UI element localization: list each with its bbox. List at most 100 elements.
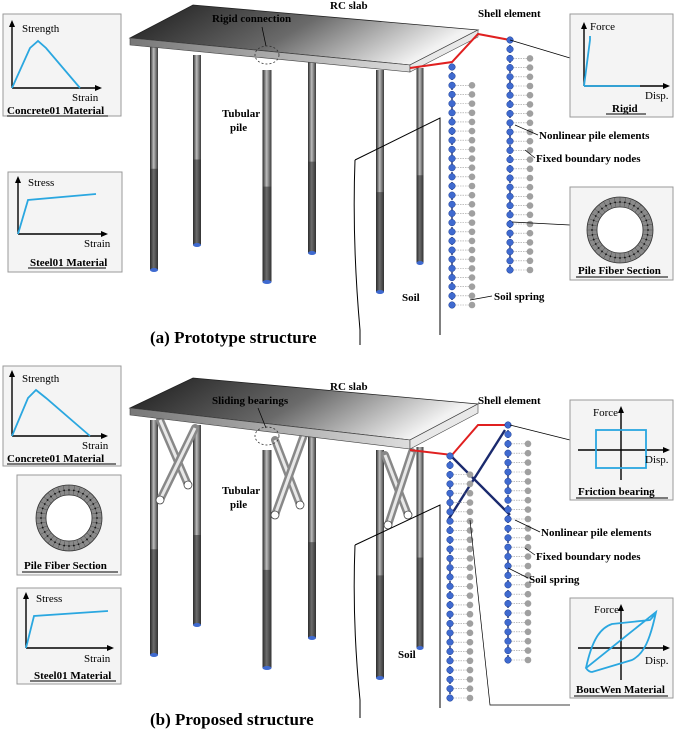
svg-text:Pile Fiber Section: Pile Fiber Section [578, 265, 661, 277]
pile-node [504, 430, 512, 438]
fixed-boundary-node [466, 471, 474, 478]
fixed-boundary-node [526, 55, 534, 62]
pile-node [446, 573, 454, 581]
pile-node [446, 657, 454, 665]
pile-node [448, 154, 456, 163]
pile-node [446, 694, 454, 702]
pile-node [448, 191, 456, 199]
pile-node [504, 449, 512, 457]
fixed-boundary-node [526, 174, 534, 182]
pile-node [504, 600, 512, 608]
pile-node [506, 257, 514, 265]
braces-b [155, 416, 416, 530]
pile-node [504, 553, 512, 561]
soil-label-b: Soil [398, 649, 416, 661]
shell-label-a: Shell element [478, 8, 541, 20]
tubular-pile [308, 425, 316, 638]
tubular-pile [193, 425, 201, 625]
fiber-point [614, 201, 617, 204]
pile-node [504, 515, 512, 523]
fixed-boundary-node [524, 468, 532, 476]
fiber-point [592, 219, 595, 222]
pile-tip [193, 623, 201, 627]
shell-label-b: Shell element [478, 395, 541, 407]
pile-node [448, 145, 456, 153]
pile-node [506, 174, 514, 182]
pile-node [504, 656, 512, 664]
fiber-point [77, 490, 80, 493]
pile-node [446, 489, 454, 497]
fiber-point [614, 256, 617, 259]
svg-text:Force: Force [594, 604, 619, 616]
fiber-point [633, 204, 635, 207]
brace-hinge [155, 495, 165, 505]
leader-spring-b [507, 567, 529, 579]
fixed-boundary-node [468, 173, 476, 181]
fiber-point [95, 521, 98, 524]
tubular-pile [376, 450, 384, 678]
fixed-boundary-node [524, 590, 532, 598]
fiber-point [82, 541, 84, 544]
pile-node [448, 219, 456, 227]
fiber-point [637, 207, 639, 210]
pile-node [446, 498, 454, 507]
fiber-point [89, 499, 92, 501]
pile-node [446, 601, 454, 609]
pile-node [504, 487, 512, 495]
pile-node [504, 647, 512, 655]
fiber-point [633, 253, 635, 256]
pile-node [504, 534, 512, 542]
pile-node [446, 461, 454, 469]
pile-node [446, 471, 454, 479]
fiber-point [63, 489, 66, 492]
caption-a: (a) Prototype structure [150, 328, 317, 347]
pile-node [504, 590, 512, 598]
panel-b: RC slab Sliding bearings Shell element T… [2, 365, 674, 729]
pile-node [506, 91, 514, 99]
fixed-boundary-node [468, 118, 476, 126]
pile-node [506, 238, 514, 246]
rc-slab-b [128, 377, 480, 450]
fixed-boundary-node [526, 193, 534, 200]
pile-node [448, 90, 456, 99]
brace-hinge [270, 510, 280, 520]
pile-node [448, 127, 456, 135]
pile-node [448, 255, 456, 263]
pile-node [448, 100, 456, 108]
pile-tip [376, 676, 384, 680]
steel-inset-b: Stress Strain Steel01 Material [16, 587, 122, 685]
pile-node [506, 192, 514, 200]
fiber-point [601, 250, 603, 253]
pile-embedded-part [193, 159, 201, 245]
fixed-boundary-node [468, 109, 476, 117]
boucwen-inset: Force Disp. BoucWen Material [569, 597, 674, 699]
svg-text:Force: Force [590, 21, 615, 33]
pile-node [506, 110, 514, 118]
pile-embedded-part [262, 569, 272, 668]
pile-tip [416, 646, 424, 650]
fiber-inset-a: Pile Fiber Section [569, 186, 674, 281]
pile-embedded-part [308, 542, 316, 638]
fiber-point [92, 531, 95, 533]
pile-node [446, 517, 454, 525]
pile-node [448, 118, 456, 126]
concrete-inset-b: Strength Strain Concrete01 Material [2, 365, 122, 467]
fiber-point [619, 257, 621, 259]
svg-text:Concrete01 Material: Concrete01 Material [7, 453, 104, 465]
fixed-boundary-node [526, 101, 534, 108]
fixed-boundary-node [524, 478, 532, 485]
fiber-point [40, 512, 43, 515]
pile-tip [308, 636, 316, 640]
pile-node [448, 246, 456, 254]
pile-node [504, 506, 512, 514]
slab-label-a: RC slab [330, 0, 368, 12]
svg-text:Concrete01 Material: Concrete01 Material [7, 105, 104, 117]
pile-tip [262, 280, 272, 284]
pile-node [448, 200, 456, 208]
pile-node [506, 82, 514, 90]
fiber-point [46, 499, 49, 501]
fiber-point [50, 538, 52, 541]
rc-slab-a [128, 4, 480, 73]
slab-label-b: RC slab [330, 381, 368, 393]
fixed-boundary-node [524, 459, 532, 466]
